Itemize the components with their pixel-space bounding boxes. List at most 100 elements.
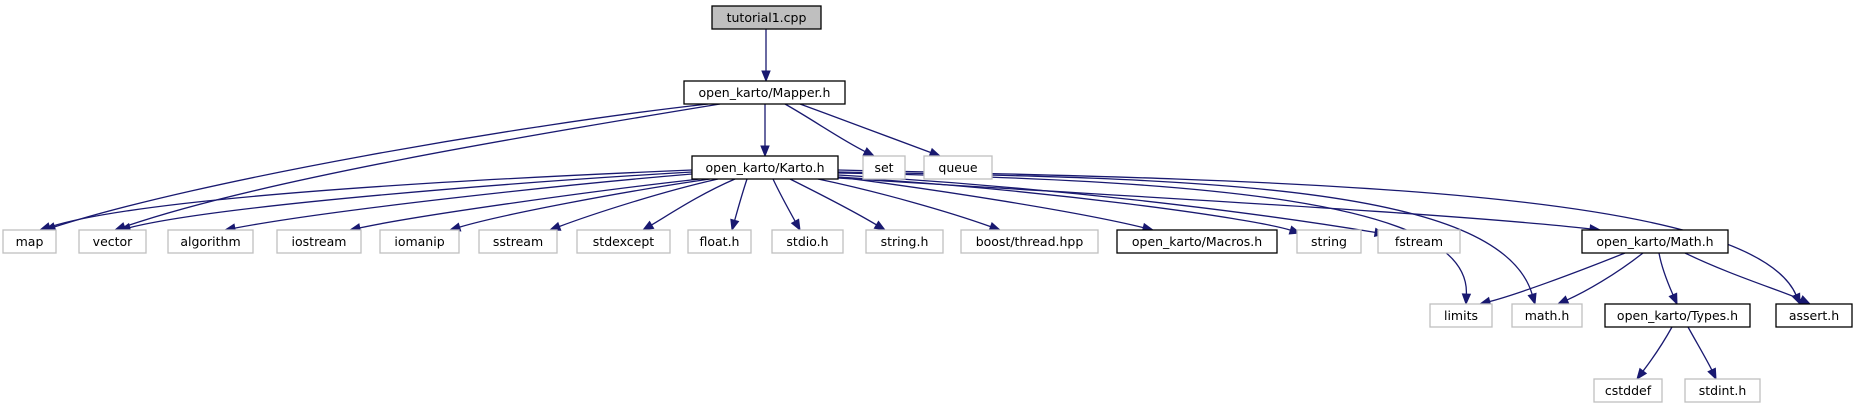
node-label: open_karto/Macros.h <box>1132 234 1262 249</box>
edge-mathh_karto-to-limits <box>1478 252 1626 306</box>
node-box[interactable] <box>711 5 822 30</box>
edge-types-to-stdinth <box>1687 326 1717 381</box>
node-tutorial1[interactable]: tutorial1.cpp <box>711 5 822 30</box>
node-string: string <box>1296 229 1362 254</box>
node-vector: vector <box>78 229 147 254</box>
node-box[interactable] <box>1775 303 1853 328</box>
edge-line <box>837 176 1291 231</box>
node-label: boost/thread.hpp <box>976 234 1084 249</box>
node-limits: limits <box>1429 303 1493 328</box>
node-box[interactable] <box>683 80 846 105</box>
node-box <box>379 229 460 254</box>
edge-karto-to-mathh_karto <box>837 177 1602 234</box>
edge-line <box>359 178 701 229</box>
node-stdinth: stdint.h <box>1684 378 1761 403</box>
node-macros[interactable]: open_karto/Macros.h <box>1116 229 1278 254</box>
node-label: tutorial1.cpp <box>727 10 807 25</box>
node-label: map <box>16 234 44 249</box>
node-label: open_karto/Mapper.h <box>699 85 831 100</box>
edge-line <box>459 178 711 228</box>
node-label: math.h <box>1525 308 1570 323</box>
node-label: vector <box>93 234 134 249</box>
arrowhead-icon <box>1668 292 1678 306</box>
node-box <box>960 229 1099 254</box>
node-mathh_karto[interactable]: open_karto/Math.h <box>1581 229 1729 254</box>
node-label: queue <box>938 160 977 175</box>
arrowhead-icon <box>1636 367 1648 381</box>
node-box <box>771 229 844 254</box>
edge-karto-to-asserth <box>837 169 1801 306</box>
node-label: assert.h <box>1789 308 1839 323</box>
node-types[interactable]: open_karto/Types.h <box>1604 303 1751 328</box>
edge-line <box>789 178 877 226</box>
node-box <box>1511 303 1583 328</box>
edge-karto-to-stdioh <box>772 178 801 232</box>
node-iostream: iostream <box>276 229 362 254</box>
node-box <box>1684 378 1761 403</box>
edge-line <box>49 169 693 228</box>
node-box <box>2 229 57 254</box>
node-stdioh: stdio.h <box>771 229 844 254</box>
node-label: open_karto/Karto.h <box>705 160 824 175</box>
edge-mathh_karto-to-asserth <box>1684 252 1812 305</box>
node-label: cstddef <box>1605 383 1652 398</box>
edge-line <box>772 178 796 222</box>
node-label: string <box>1311 234 1347 249</box>
edge-mapper-to-karto <box>760 103 770 158</box>
node-box <box>1429 303 1493 328</box>
node-label: stdio.h <box>786 234 828 249</box>
node-label: sstream <box>493 234 543 249</box>
node-box[interactable] <box>691 155 839 180</box>
node-box[interactable] <box>1116 229 1278 254</box>
edge-line <box>1489 252 1626 303</box>
node-mapper[interactable]: open_karto/Mapper.h <box>683 80 846 105</box>
edge-line <box>734 178 748 221</box>
node-label: string.h <box>881 234 929 249</box>
nodes-layer: tutorial1.cpp open_karto/Mapper.h open_kar… <box>2 5 1853 403</box>
edge-mapper-to-set <box>784 103 876 157</box>
node-map: map <box>2 229 57 254</box>
edge-line <box>651 178 736 226</box>
node-fstream: fstream <box>1377 229 1461 254</box>
edge-line <box>784 103 866 153</box>
edge-line <box>1684 252 1802 301</box>
edge-line <box>129 171 693 229</box>
edge-line <box>559 178 719 228</box>
node-algorithm: algorithm <box>167 229 254 254</box>
edge-mapper-to-vector <box>113 103 721 232</box>
node-box <box>1593 378 1663 403</box>
node-box <box>687 229 752 254</box>
arrowhead-icon <box>928 147 942 157</box>
edge-karto-to-stdexcept <box>641 178 736 231</box>
arrowhead-icon <box>760 145 770 158</box>
edge-karto-to-iomanip <box>448 178 711 232</box>
node-box <box>276 229 362 254</box>
edge-mapper-to-queue <box>799 103 942 157</box>
node-box <box>78 229 147 254</box>
node-floath: float.h <box>687 229 752 254</box>
arrowhead-icon <box>548 221 562 231</box>
edge-mathh_karto-to-mathh <box>1556 252 1644 305</box>
node-label: fstream <box>1395 234 1443 249</box>
edge-mathh_karto-to-types <box>1658 252 1678 306</box>
node-box <box>576 229 671 254</box>
node-asserth[interactable]: assert.h <box>1775 303 1853 328</box>
edge-karto-to-vector <box>118 171 693 233</box>
edge-line <box>837 169 1797 296</box>
node-stdexcept: stdexcept <box>576 229 671 254</box>
node-box <box>478 229 558 254</box>
node-iomanip: iomanip <box>379 229 460 254</box>
node-box <box>862 155 906 180</box>
node-label: iostream <box>292 234 347 249</box>
edge-line <box>1658 252 1674 296</box>
node-cstddef: cstddef <box>1593 378 1663 403</box>
node-label: open_karto/Types.h <box>1617 308 1738 323</box>
node-box[interactable] <box>1604 303 1751 328</box>
node-karto[interactable]: open_karto/Karto.h <box>691 155 839 180</box>
edge-line <box>837 174 1376 234</box>
arrowhead-icon <box>730 218 740 232</box>
node-box[interactable] <box>1581 229 1729 254</box>
node-box <box>923 155 993 180</box>
node-label: iomanip <box>394 234 444 249</box>
arrowhead-icon <box>1556 295 1570 305</box>
